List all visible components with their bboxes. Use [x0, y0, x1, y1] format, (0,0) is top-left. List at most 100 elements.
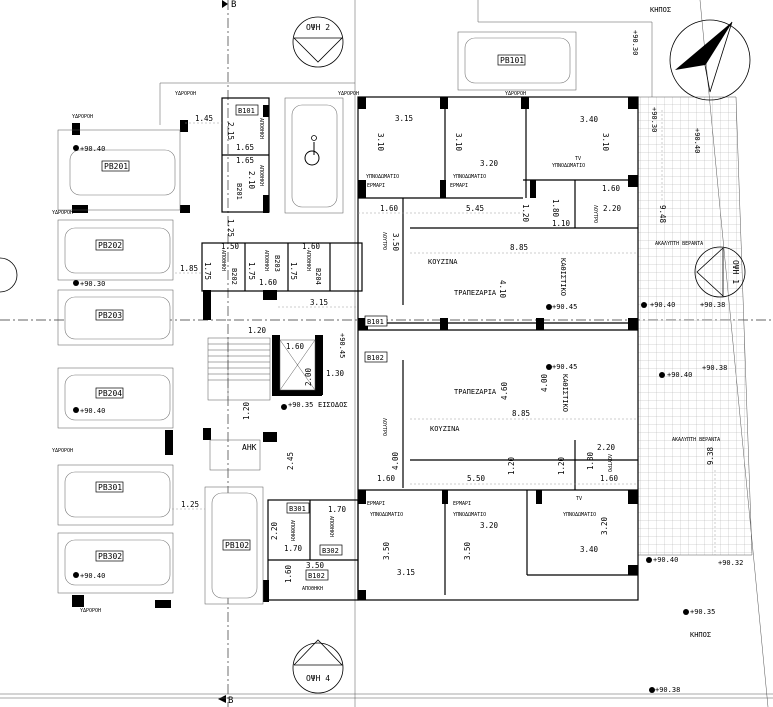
- storage-codes-item: B102: [367, 354, 384, 362]
- parking-codes-item: PB302: [98, 552, 122, 561]
- storage-codes-item: B301: [289, 505, 306, 513]
- dimension-labels-item: 3.15: [310, 298, 328, 307]
- room-labels-item: ΥΔΡΟΡΟΗ: [52, 210, 73, 216]
- storage-rooms-item: [267, 499, 359, 601]
- parking-bays: [57, 31, 577, 605]
- storage-codes-item: [364, 315, 388, 327]
- dimension-labels-item: 1.60: [302, 242, 321, 251]
- dimension-labels-item: 1.60: [600, 474, 619, 483]
- structural-columns-item: [165, 430, 173, 455]
- room-labels-item: TV: [576, 496, 582, 502]
- room-labels-item: ΑΠΟΘΗΚΗ: [305, 250, 311, 271]
- structural-columns-item: [263, 105, 269, 117]
- level-markers-item: +90.35: [690, 608, 715, 616]
- storage-codes-item: [305, 569, 329, 581]
- staircase-item: [207, 337, 271, 401]
- terrace-paving: [637, 96, 753, 556]
- dimension-labels-item: 1.45: [195, 114, 213, 123]
- dimension-labels-item: 1.60: [286, 342, 305, 351]
- level-markers-item: [649, 687, 655, 693]
- dimension-labels-item: 1.20: [507, 456, 516, 475]
- car-drawings-item: [64, 227, 171, 274]
- dimension-labels-item: 2.10: [247, 171, 256, 190]
- structural-columns-item: [530, 180, 536, 198]
- parking-bays-item: [57, 367, 174, 429]
- level-markers-item: [73, 572, 79, 578]
- dimension-labels-item: 1.65: [236, 156, 254, 165]
- view-marker-2: ΟΨΗ 2: [292, 16, 344, 68]
- dimension-labels-item: 1.50: [221, 242, 240, 251]
- structural-columns-item: [180, 205, 190, 213]
- dimension-labels-item: 8.85: [512, 409, 530, 418]
- dimension-lines: [172, 110, 716, 555]
- room-labels-item: ΥΔΡΟΡΟΗ: [52, 448, 73, 454]
- dimension-labels-item: 3.50: [306, 561, 325, 570]
- level-markers-item: [546, 364, 552, 370]
- room-labels-item: ΕΡΜΑΡΙ: [453, 501, 471, 507]
- north-arrow-icon-item: [669, 19, 751, 101]
- storage-codes-item: B302: [322, 547, 339, 555]
- room-labels-item: ΕΡΜΑΡΙ: [367, 501, 385, 507]
- level-markers-item: +90.30: [650, 107, 658, 132]
- wheelchair-icon: [304, 135, 320, 166]
- structural-columns-item: [358, 180, 366, 198]
- view-marker-4-item: [293, 639, 343, 666]
- storage-rooms-item: [201, 242, 363, 292]
- dimension-labels-item: 4.00: [391, 451, 400, 470]
- dimension-labels-item: 1.60: [284, 564, 293, 583]
- room-labels-item: ΑΠΟΘΗΚΗ: [302, 586, 323, 592]
- room-labels-item: ΤΡΑΠΕΖΑΡΙΑ: [454, 388, 497, 396]
- level-markers-item: +90.35: [288, 401, 313, 409]
- structural-columns-item: [263, 290, 277, 300]
- elevator-cross: [279, 339, 316, 391]
- dimension-labels-item: 3.40: [580, 545, 599, 554]
- room-labels-item: ΛΟΥΤΡΟ: [381, 418, 387, 436]
- view-marker-2-item: [292, 16, 344, 68]
- view-marker-3-partial-item: [0, 257, 18, 293]
- staircase: [207, 337, 271, 401]
- dimension-labels-item: 5.50: [467, 474, 486, 483]
- dimension-labels-item: 1.20: [557, 456, 566, 475]
- room-labels-item: ΤΡΑΠΕΖΑΡΙΑ: [454, 289, 497, 297]
- storage-codes-item: [235, 104, 259, 116]
- wheelchair-icon-item: [304, 150, 320, 166]
- room-labels-item: ΑΗΚ: [242, 443, 257, 452]
- level-markers-item: +90.45: [338, 333, 346, 358]
- view-marker-2-item: [293, 37, 343, 63]
- room-labels-item: ΥΠΝΟΔΩΜΑΤΙΟ: [453, 174, 486, 180]
- dimension-labels-item: 3.20: [480, 159, 499, 168]
- structural-columns-item: [203, 428, 211, 440]
- level-markers-item: [641, 302, 647, 308]
- level-markers-item: [546, 304, 552, 310]
- room-labels-item: ΥΔΡΟΡΟΗ: [175, 91, 196, 97]
- room-labels-item: ΕΙΣΟΔΟΣ: [318, 401, 348, 409]
- level-markers-item: +90.45: [552, 363, 577, 371]
- room-labels-item: ΑΠΟΘΗΚΗ: [328, 516, 334, 537]
- parking-codes-item: PB202: [98, 241, 122, 250]
- dimension-labels-item: 2.45: [286, 452, 295, 470]
- dimension-labels-item: 9.38: [706, 446, 715, 465]
- view-label: ΟΨΗ 1: [731, 260, 740, 284]
- elevator-shaft: [279, 339, 316, 391]
- room-labels-item: ΚΟΥΖΙΝΑ: [428, 258, 458, 266]
- dimension-labels-item: 3.10: [376, 133, 385, 152]
- structural-columns-item: [272, 390, 322, 396]
- parking-bays-item: [57, 289, 174, 346]
- parking-codes-item: [95, 239, 124, 251]
- structural-columns-item: [155, 600, 171, 608]
- storage-codes-item: B102: [308, 572, 325, 580]
- meter-room: [209, 439, 261, 471]
- level-markers-item: +90.45: [552, 303, 577, 311]
- room-labels-item: ΥΔΡΟΡΟΗ: [80, 608, 101, 614]
- structural-columns-item: [203, 290, 211, 320]
- room-labels-item: TV: [575, 156, 581, 162]
- dimension-labels-item: 5.45: [466, 204, 484, 213]
- room-labels-item: ΑΚΑΛΥΠΤΗ ΒΕΡΑΝΤΑ: [655, 241, 703, 247]
- section-mark-top: B: [231, 0, 236, 10]
- level-markers-item: +90.40: [80, 572, 105, 580]
- parking-codes-item: [95, 550, 124, 562]
- room-labels-item: ΑΠΟΘΗΚΗ: [289, 520, 295, 541]
- structural-columns-item: [536, 490, 542, 504]
- building-walls: [357, 96, 639, 601]
